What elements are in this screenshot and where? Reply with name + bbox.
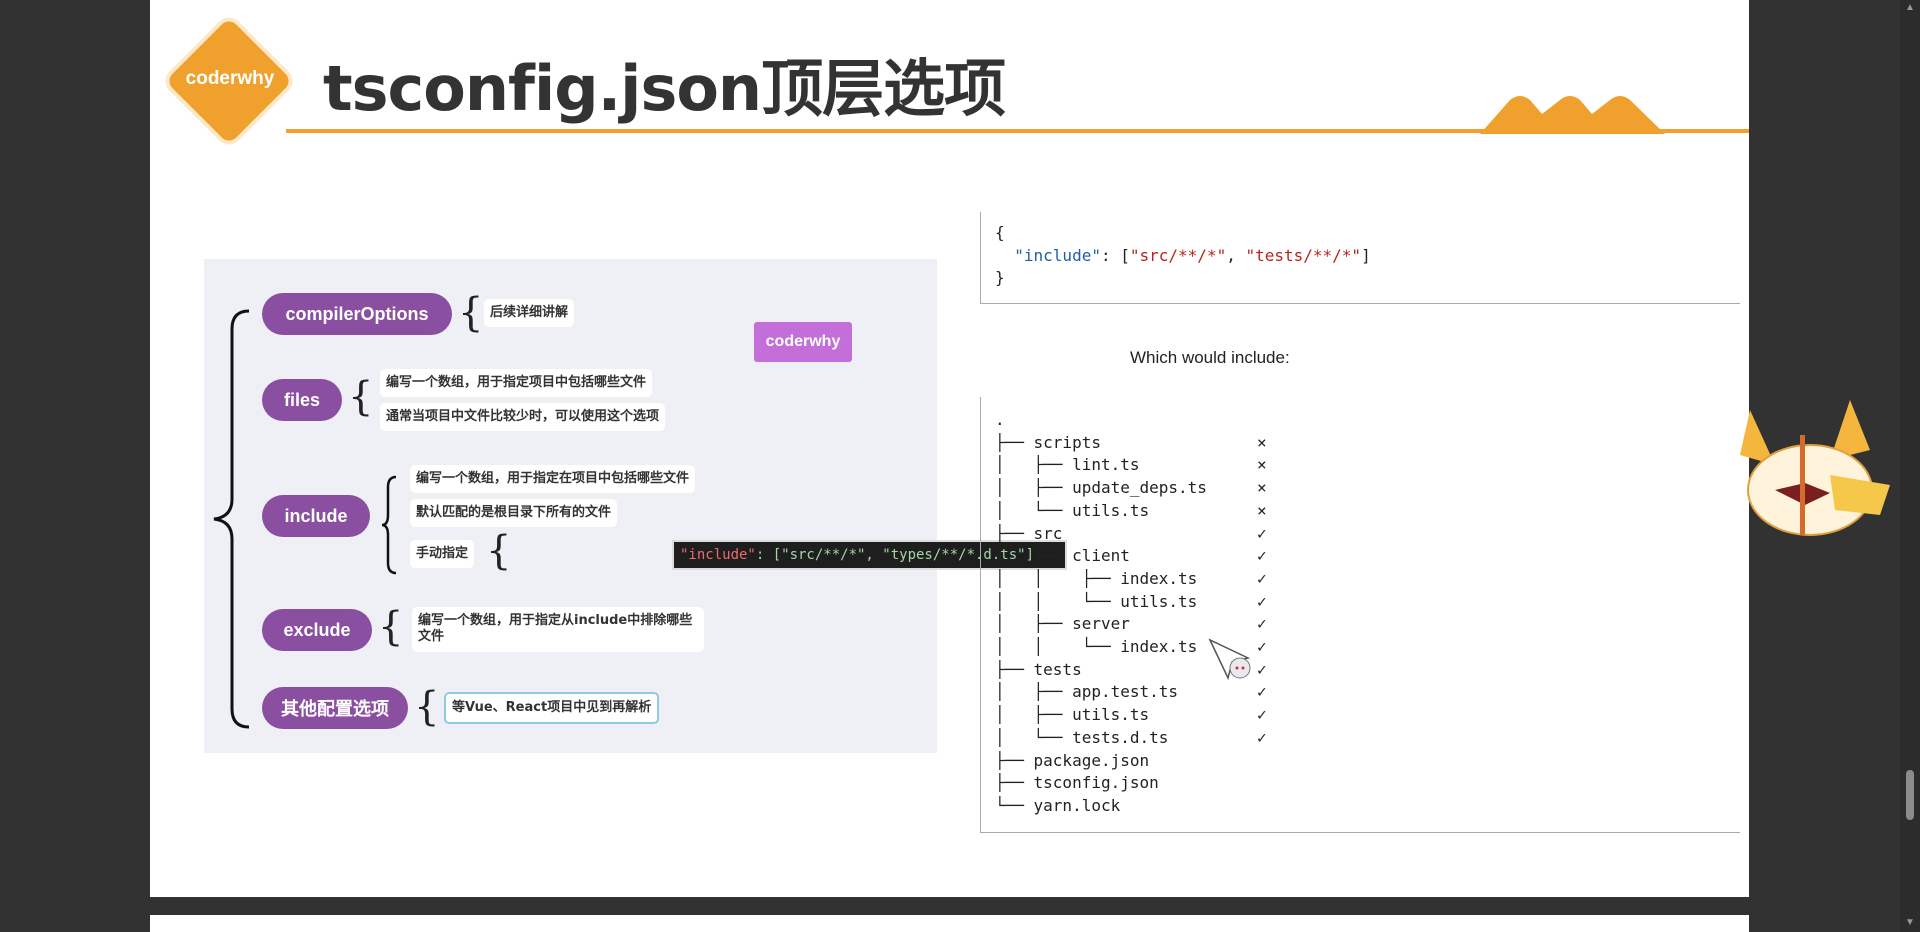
vertical-scrollbar[interactable] xyxy=(1900,0,1920,932)
tree-row: │ ├── app.test.ts ✓ xyxy=(995,681,1740,704)
tree-path: │ ├── app.test.ts xyxy=(995,682,1179,702)
code-line: { xyxy=(995,223,1005,242)
note-include-2: 默认匹配的是根目录下所有的文件 xyxy=(410,499,618,528)
note-files-1: 编写一个数组，用于指定项目中包括哪些文件 xyxy=(380,369,653,398)
scrollbar-thumb[interactable] xyxy=(1906,770,1914,820)
prose-text: Which would include: xyxy=(1130,348,1290,367)
tree-mark: ✓ xyxy=(1257,523,1267,543)
tree-path: │ ├── lint.ts xyxy=(995,455,1140,475)
tree-mark: ✓ xyxy=(1257,727,1267,747)
tree-mark: × xyxy=(1257,500,1267,520)
coderwhy-watermark: coderwhy xyxy=(754,322,852,362)
tree-path: │ ├── update_deps.ts xyxy=(995,478,1207,498)
tree-path: ├── package.json xyxy=(995,750,1150,770)
tree-path: │ │ └── index.ts xyxy=(995,637,1198,657)
config-code-block: { "include": ["src/**/*", "tests/**/*"]} xyxy=(980,212,1740,304)
code-punct: , xyxy=(1226,245,1246,265)
cursor-character-image xyxy=(1208,638,1251,681)
include-code-snippet: "include": ["src/**/*", "types/**/*.d.ts… xyxy=(672,540,1067,570)
tree-mark: × xyxy=(1257,455,1267,475)
code-key: "include" xyxy=(680,547,756,563)
brace-icon: { xyxy=(348,374,374,420)
brace-icon xyxy=(381,475,397,575)
logo-text: coderwhy xyxy=(185,68,275,89)
slide-title: tsconfig.json顶层选项 xyxy=(323,52,1006,125)
note-files-2: 通常当项目中文件比较少时，可以使用这个选项 xyxy=(380,403,666,432)
tree-row: ├── tests ✓ xyxy=(995,659,1740,682)
tree-row: │ └── tests.d.ts ✓ xyxy=(995,727,1740,750)
tree-path: └── yarn.lock xyxy=(995,795,1121,815)
node-other-options: 其他配置选项 xyxy=(262,687,408,729)
tree-row: │ │ └── utils.ts ✓ xyxy=(995,591,1740,614)
tree-row: │ ├── client ✓ xyxy=(995,545,1740,568)
tree-row: ├── package.json xyxy=(995,750,1740,773)
code-string: "tests/**/*" xyxy=(1245,245,1362,265)
note-compileroptions: 后续详细讲解 xyxy=(484,299,575,328)
tree-mark: ✓ xyxy=(1257,659,1267,679)
tree-row: └── yarn.lock xyxy=(995,795,1740,818)
next-slide-edge xyxy=(150,915,1749,932)
slide: coderwhy tsconfig.json顶层选项 compilerOptio… xyxy=(150,0,1749,897)
tree-path: ├── src xyxy=(995,523,1063,543)
tree-row: │ └── utils.ts × xyxy=(995,500,1740,523)
tree-row: │ ├── server ✓ xyxy=(995,613,1740,636)
node-files: files xyxy=(262,379,342,421)
tree-mark: ✓ xyxy=(1257,637,1267,657)
tree-row: │ ├── update_deps.ts × xyxy=(995,477,1740,500)
tree-path: . xyxy=(995,410,1005,429)
brace-icon: { xyxy=(414,684,440,730)
note-exclude: 编写一个数组，用于指定从include中排除哪些 文件 xyxy=(412,607,704,652)
main-brace xyxy=(213,309,250,729)
code-line: "include": ["src/**/*", "tests/**/*"] xyxy=(995,245,1740,268)
tree-path: │ ├── server xyxy=(995,614,1130,634)
tree-row: │ │ ├── index.ts ✓ xyxy=(995,568,1740,591)
tree-row: │ ├── lint.ts × xyxy=(995,454,1740,477)
tree-path: │ ├── client xyxy=(995,546,1130,566)
mountains-decoration xyxy=(1480,96,1665,134)
brace-icon: { xyxy=(486,528,512,574)
tree-path: │ │ └── utils.ts xyxy=(995,591,1198,611)
tree-mark: ✓ xyxy=(1257,705,1267,725)
tree-path: │ └── utils.ts xyxy=(995,500,1150,520)
tree-mark: ✓ xyxy=(1257,591,1267,611)
tree-mark: ✓ xyxy=(1257,682,1267,702)
brace-icon: { xyxy=(458,290,484,336)
tree-row: ├── src ✓ xyxy=(995,523,1740,546)
tree-mark: ✓ xyxy=(1257,614,1267,634)
tree-row: │ │ └── index.ts ✓ xyxy=(995,636,1740,659)
tree-row: ├── tsconfig.json xyxy=(995,772,1740,795)
tree-path: ├── scripts xyxy=(995,432,1101,452)
tree-path: ├── tests xyxy=(995,659,1082,679)
tree-path: │ ├── utils.ts xyxy=(995,705,1150,725)
tree-row: │ ├── utils.ts ✓ xyxy=(995,704,1740,727)
tree-mark: × xyxy=(1257,478,1267,498)
file-tree-block: .├── scripts×│ ├── lint.ts×│ ├── update_… xyxy=(980,397,1740,833)
tree-mark: ✓ xyxy=(1257,546,1267,566)
node-exclude: exclude xyxy=(262,609,372,651)
node-compileroptions: compilerOptions xyxy=(262,293,452,335)
code-line: } xyxy=(995,268,1005,288)
tree-row: ├── scripts × xyxy=(995,432,1740,455)
tree-mark: ✓ xyxy=(1257,568,1267,588)
note-other-options: 等Vue、React项目中见到再解析 xyxy=(444,692,660,725)
tree-mark: × xyxy=(1257,432,1267,452)
tree-row: . xyxy=(995,409,1740,432)
note-include-3: 手动指定 xyxy=(410,540,475,569)
note-include-1: 编写一个数组，用于指定在项目中包括哪些文件 xyxy=(410,465,696,494)
code-punct: : [ xyxy=(1100,245,1130,265)
scroll-up-arrow-icon[interactable]: ▲ xyxy=(1905,2,1915,13)
code-punct: ] xyxy=(1361,245,1371,265)
node-include: include xyxy=(262,495,370,537)
brace-icon: { xyxy=(378,604,404,650)
code-string: "src/**/*" xyxy=(1129,245,1227,265)
tree-path: │ │ ├── index.ts xyxy=(995,568,1198,588)
tree-path: │ └── tests.d.ts xyxy=(995,727,1169,747)
code-prop: "include" xyxy=(1014,245,1101,265)
fox-mascot-image xyxy=(1740,400,1890,536)
code-value: : ["src/**/*", "types/**/*.d.ts"] xyxy=(755,547,1035,563)
scroll-down-arrow-icon[interactable]: ▼ xyxy=(1905,917,1915,928)
title-rule xyxy=(286,129,1749,133)
tree-path: ├── tsconfig.json xyxy=(995,773,1159,793)
